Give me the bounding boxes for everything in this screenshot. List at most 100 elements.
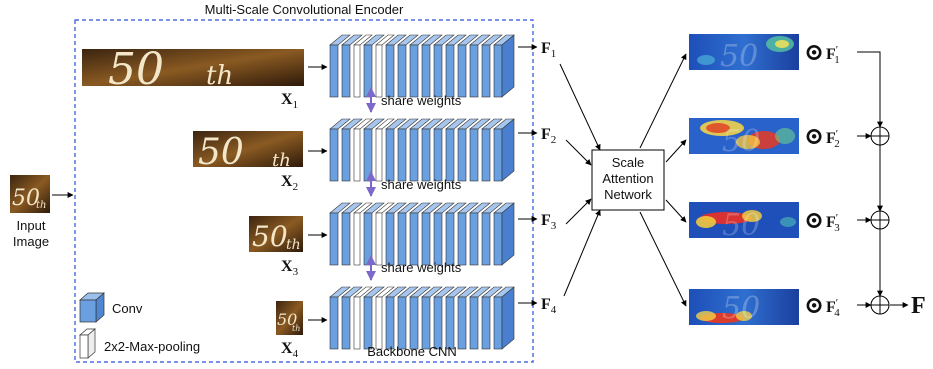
odot-icon-2: ⊙ xyxy=(804,124,824,150)
cnn-stack-4 xyxy=(329,286,515,350)
f4-label: F4 xyxy=(541,296,557,316)
conv-layer xyxy=(445,44,455,98)
conv-layer-side xyxy=(501,286,515,350)
attention-map-1: 50 xyxy=(689,34,799,74)
share-weights-label-1: share weights xyxy=(381,93,462,108)
conv-layer xyxy=(493,44,503,98)
conv-layer xyxy=(341,212,351,266)
f3-prime-label: F′3 xyxy=(826,212,840,234)
share-weights-label-2: share weights xyxy=(381,177,462,192)
f1-prime-label: F′1 xyxy=(826,44,840,66)
conv-layer xyxy=(385,212,395,266)
conv-layer xyxy=(409,212,419,266)
scaled-image-1: 50 th xyxy=(82,44,304,95)
pool-layer xyxy=(375,212,383,266)
conv-layer xyxy=(433,212,443,266)
f2-to-attention-arrow xyxy=(565,139,592,166)
conv-layer xyxy=(457,296,467,350)
conv-layer xyxy=(481,296,491,350)
f4-prime-label: F′4 xyxy=(826,297,840,319)
conv-layer xyxy=(421,212,431,266)
input-label-line1: Input xyxy=(17,218,46,233)
input-image: 50 th xyxy=(10,175,50,213)
odot-icon-4: ⊙ xyxy=(804,293,824,319)
sum-wire-1 xyxy=(857,51,883,128)
conv-layer xyxy=(469,44,479,98)
svg-text:50: 50 xyxy=(252,220,288,253)
conv-layer xyxy=(341,296,351,350)
conv-layer xyxy=(363,296,373,350)
svg-text:th: th xyxy=(36,200,46,211)
svg-text:th: th xyxy=(286,237,301,253)
pool-layer xyxy=(375,44,383,98)
pool-layer xyxy=(375,296,383,350)
conv-layer xyxy=(341,128,351,182)
conv-layer xyxy=(433,128,443,182)
conv-layer xyxy=(433,296,443,350)
f1-label: F1 xyxy=(541,40,556,60)
output-f-label: F xyxy=(911,293,926,319)
conv-layer xyxy=(493,296,503,350)
conv-layer xyxy=(445,212,455,266)
cnn-stack-1 xyxy=(329,34,515,98)
backbone-label: Backbone CNN xyxy=(367,344,457,359)
svg-text:th: th xyxy=(206,61,233,91)
pool-layer xyxy=(353,128,361,182)
svg-text:th: th xyxy=(292,324,300,333)
attention-map-2: 50 xyxy=(689,118,799,159)
f1-to-attention-arrow xyxy=(559,63,601,151)
conv-layer xyxy=(329,296,339,350)
cnn-stack-3 xyxy=(329,202,515,266)
oplus-icon-2 xyxy=(870,210,890,230)
scale-attention-network xyxy=(591,149,665,211)
x3-label: X3 xyxy=(281,258,299,278)
conv-layer xyxy=(481,128,491,182)
scaled-image-3: 50 th xyxy=(249,216,303,253)
conv-layer xyxy=(481,212,491,266)
conv-layer xyxy=(457,212,467,266)
conv-layer xyxy=(409,44,419,98)
conv-layer xyxy=(433,44,443,98)
conv-layer xyxy=(421,44,431,98)
scaled-image-4: 50 th xyxy=(276,301,303,335)
encoder-title: Multi-Scale Convolutional Encoder xyxy=(205,2,404,17)
conv-layer xyxy=(409,128,419,182)
conv-layer xyxy=(469,212,479,266)
odot-icon-3: ⊙ xyxy=(804,208,824,234)
input-label-line2: Image xyxy=(13,234,49,249)
conv-layer xyxy=(457,44,467,98)
legend-conv: Conv xyxy=(79,292,143,323)
conv-layer xyxy=(385,44,395,98)
pool-layer xyxy=(375,128,383,182)
conv-layer-side xyxy=(501,34,515,98)
attention-line2: Attention xyxy=(602,171,653,186)
conv-layer xyxy=(397,128,407,182)
conv-layer xyxy=(397,296,407,350)
conv-layer xyxy=(397,212,407,266)
legend-pool-label: 2x2-Max-pooling xyxy=(104,339,200,354)
svg-text:50: 50 xyxy=(722,124,760,159)
pool-layer xyxy=(353,296,361,350)
conv-layer xyxy=(409,296,419,350)
x1-label: X1 xyxy=(281,91,298,111)
conv-layer xyxy=(329,128,339,182)
legend-conv-label: Conv xyxy=(112,301,143,316)
x4-label: X4 xyxy=(281,340,299,360)
attention-line1: Scale xyxy=(612,155,645,170)
attention-to-heat1-arrow xyxy=(639,53,687,149)
conv-layer xyxy=(445,296,455,350)
share-weights-label-3: share weights xyxy=(381,260,462,275)
conv-layer-side xyxy=(501,202,515,266)
pool-layer xyxy=(353,44,361,98)
conv-layer xyxy=(329,44,339,98)
conv-layer xyxy=(341,44,351,98)
x2-label: X2 xyxy=(281,173,298,193)
conv-layer xyxy=(445,128,455,182)
f3-label: F3 xyxy=(541,212,557,232)
svg-text:50: 50 xyxy=(720,39,758,74)
odot-icon-1: ⊙ xyxy=(804,40,824,66)
encoder-box xyxy=(74,19,534,363)
conv-layer xyxy=(457,128,467,182)
conv-layer xyxy=(469,128,479,182)
